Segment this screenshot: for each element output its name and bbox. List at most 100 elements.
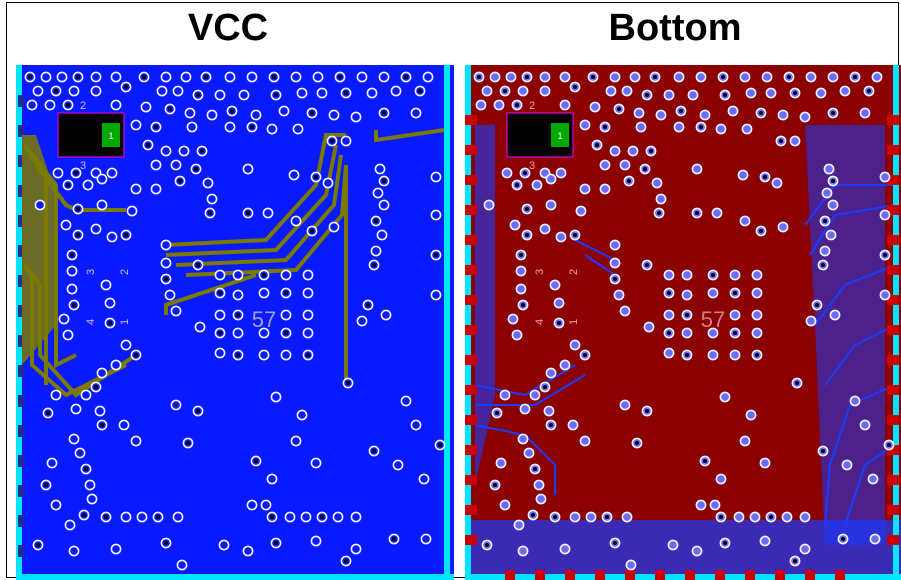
via: [517, 433, 529, 445]
via-hole: [887, 443, 891, 447]
via: [164, 289, 176, 301]
via: [663, 269, 675, 281]
via: [422, 71, 434, 83]
via: [328, 109, 340, 121]
via-hole: [733, 331, 737, 335]
via: [280, 349, 292, 361]
via: [621, 511, 633, 523]
via-hole: [721, 75, 725, 79]
via-hole: [495, 411, 499, 415]
via-hole: [821, 263, 825, 267]
via: [707, 327, 719, 339]
connector-label-bottom: 3: [529, 160, 535, 172]
via-hole: [815, 303, 819, 307]
via: [74, 447, 86, 459]
via: [741, 123, 753, 135]
panel-title-vcc: VCC: [187, 7, 269, 49]
via: [50, 389, 62, 401]
via: [296, 87, 308, 99]
via: [312, 71, 324, 83]
connector-pin1-label: 1: [108, 131, 113, 141]
via-hole: [392, 537, 396, 541]
via: [745, 409, 757, 421]
via-hole: [635, 441, 639, 445]
via: [819, 245, 831, 257]
via: [879, 289, 891, 301]
via: [781, 511, 793, 523]
via: [50, 499, 62, 511]
via: [60, 219, 72, 231]
via: [569, 339, 581, 351]
via-hole: [374, 219, 378, 223]
via-hole: [230, 109, 234, 113]
via-hole: [477, 75, 481, 79]
edge-right: [444, 65, 450, 580]
via-hole: [142, 75, 146, 79]
via: [420, 533, 432, 545]
via: [605, 85, 617, 97]
via: [545, 173, 557, 185]
via-hole: [667, 331, 671, 335]
via: [376, 229, 388, 241]
via: [184, 107, 196, 119]
via: [715, 473, 727, 485]
via: [499, 499, 511, 511]
via: [535, 493, 547, 505]
via: [250, 109, 262, 121]
via-hole: [793, 559, 797, 563]
via: [390, 85, 402, 97]
via-hole: [645, 93, 649, 97]
via: [176, 559, 188, 571]
via-hole: [134, 353, 138, 357]
via: [585, 511, 597, 523]
via: [262, 207, 274, 219]
via: [356, 71, 368, 83]
via-hole: [366, 303, 370, 307]
via-hole: [76, 207, 80, 211]
via: [110, 71, 122, 83]
via: [553, 297, 565, 309]
via-hole: [124, 233, 128, 237]
via-hole: [434, 253, 438, 257]
via-hole: [330, 139, 334, 143]
via: [270, 391, 282, 403]
via-hole: [194, 167, 198, 171]
jumper-label-2: 2: [119, 269, 131, 275]
via-hole: [883, 253, 887, 257]
connector-label-top: 2: [529, 100, 535, 112]
via: [290, 215, 302, 227]
via: [849, 395, 861, 407]
via: [619, 305, 631, 317]
via-hole: [236, 313, 240, 317]
via-hole: [679, 109, 683, 113]
via: [374, 163, 386, 175]
via: [799, 543, 811, 555]
jumper-label-4: 4: [534, 319, 546, 325]
via: [867, 473, 879, 485]
via-hole: [246, 211, 250, 215]
via: [517, 545, 529, 557]
via: [56, 71, 68, 83]
via: [68, 545, 80, 557]
via-hole: [418, 89, 422, 93]
via: [531, 179, 543, 191]
via: [501, 167, 513, 179]
via: [58, 313, 70, 325]
edge-bottom: [16, 574, 454, 580]
via-hole: [723, 93, 727, 97]
via: [737, 169, 749, 181]
via-hole: [703, 459, 707, 463]
via: [729, 309, 741, 321]
via: [130, 119, 142, 131]
via: [673, 121, 685, 133]
via: [613, 289, 625, 301]
via: [739, 435, 751, 447]
via-hole: [831, 111, 835, 115]
via: [288, 169, 300, 181]
via-hole: [779, 139, 783, 143]
via: [290, 435, 302, 447]
via: [302, 309, 314, 321]
via: [110, 99, 122, 111]
via: [749, 511, 761, 523]
via: [599, 183, 611, 195]
